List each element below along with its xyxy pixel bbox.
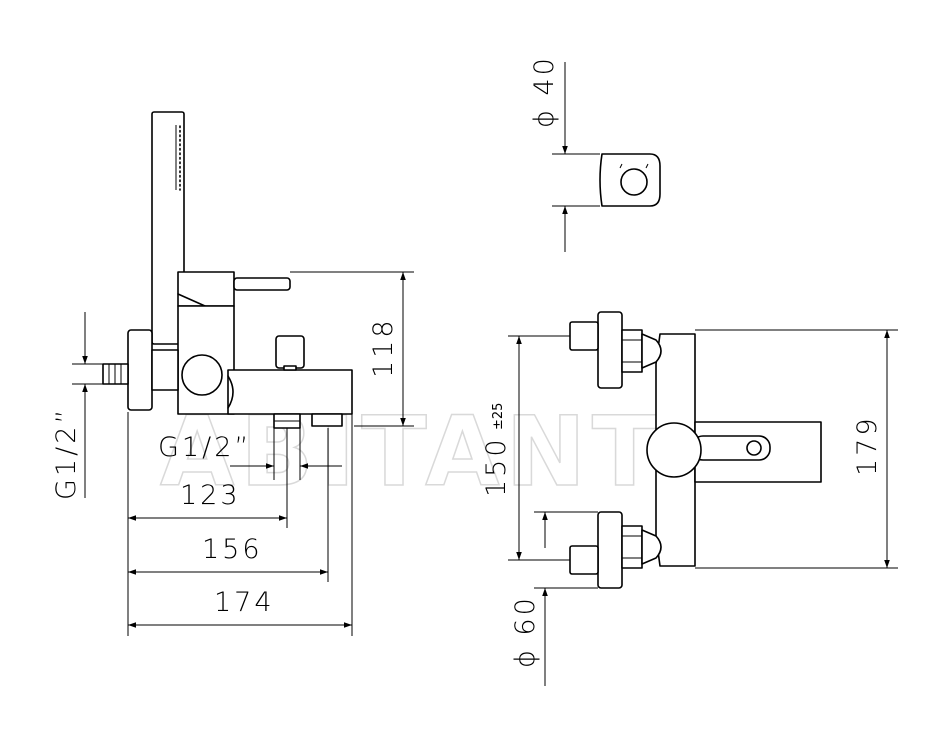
upper-elbow bbox=[641, 333, 662, 369]
lower-inlet bbox=[569, 545, 599, 575]
dim-centers-150: 150 bbox=[481, 436, 512, 497]
mixer-body bbox=[177, 305, 235, 415]
shower-holder-ring bbox=[620, 168, 648, 196]
upper-nut bbox=[621, 329, 643, 373]
dim-width-123: 123 bbox=[180, 480, 241, 511]
dim-holder-diameter: ϕ 40 bbox=[529, 55, 560, 128]
dim-depth-179: 179 bbox=[852, 415, 883, 476]
top-cartridge-knob bbox=[646, 422, 702, 478]
eccentric-connector bbox=[181, 354, 223, 396]
dim-bottom-outlet-thread: G1/2” bbox=[158, 432, 251, 463]
dim-centers-tolerance: ±25 bbox=[491, 403, 506, 430]
lower-elbow bbox=[641, 529, 662, 565]
dim-width-174: 174 bbox=[214, 587, 275, 618]
dim-height-118: 118 bbox=[368, 317, 399, 378]
dim-side-inlet-thread: G1/2” bbox=[51, 407, 82, 500]
holder-detail-view: ϕ 40 bbox=[529, 55, 661, 252]
lower-nut bbox=[621, 525, 643, 569]
top-view: 150 ±25 179 ϕ 60 bbox=[481, 311, 898, 686]
holder-ring-notch bbox=[619, 163, 649, 169]
diverter-knob bbox=[275, 335, 305, 369]
spout-joint bbox=[227, 375, 234, 409]
mixer-lever bbox=[233, 277, 291, 291]
diverter-stem bbox=[283, 365, 297, 371]
mixer-top-body bbox=[177, 271, 235, 307]
dim-width-156: 156 bbox=[202, 534, 263, 565]
dim-flange-diameter: ϕ 60 bbox=[510, 595, 541, 668]
upper-inlet bbox=[569, 321, 599, 351]
flange-collar bbox=[151, 349, 179, 391]
side-view: G1/2” G1/2” 123 156 174 118 bbox=[51, 111, 414, 636]
lower-flange bbox=[597, 511, 623, 589]
mixer-top-bevel bbox=[177, 293, 206, 307]
top-lever-end bbox=[746, 440, 762, 456]
spout-body bbox=[227, 369, 353, 415]
upper-flange bbox=[597, 311, 623, 389]
wall-flange bbox=[127, 329, 153, 411]
spout-outlet bbox=[311, 413, 343, 427]
